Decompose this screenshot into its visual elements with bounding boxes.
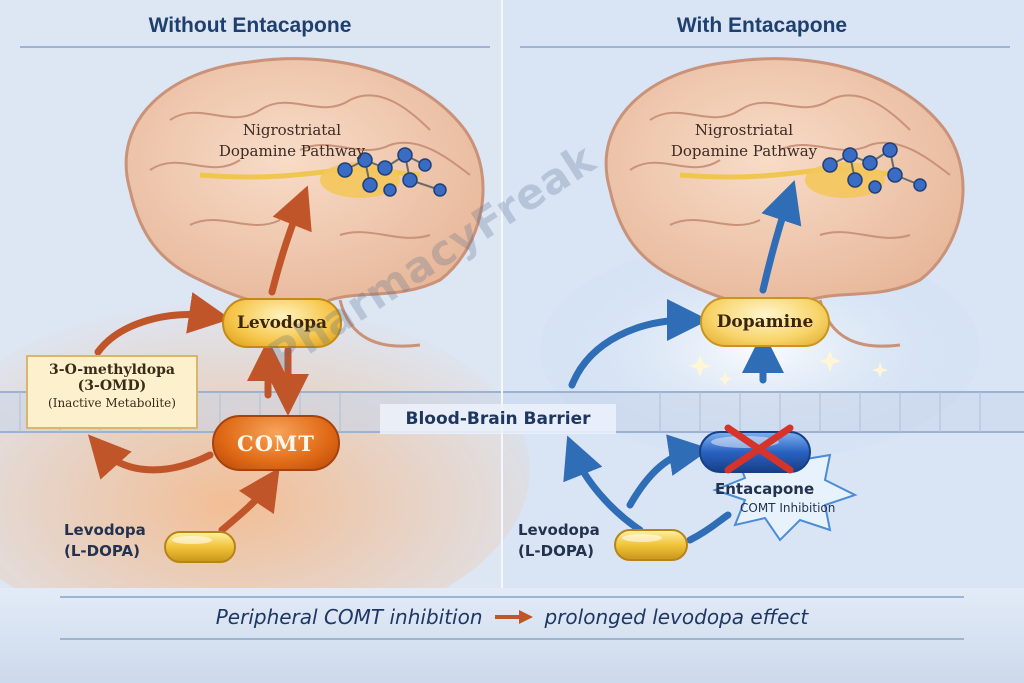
brain-icon <box>124 57 485 348</box>
metabolite-name: 3-O-methyldopa <box>49 362 175 378</box>
caption-left: Peripheral COMT inhibition <box>215 605 483 629</box>
right-pathway-label: Nigrostriatal Dopamine Pathway <box>654 120 834 162</box>
metabolite-box: 3-O-methyldopa (3-OMD) (Inactive Metabol… <box>26 355 198 429</box>
metabolite-abbr: (3-OMD) <box>77 378 147 394</box>
sparkle-icon <box>689 350 888 386</box>
barrier-label: Blood-Brain Barrier <box>380 404 616 434</box>
right-arrow-icon <box>494 610 533 624</box>
caption: Peripheral COMT inhibition prolonged lev… <box>0 600 1024 634</box>
caption-bottom-rule <box>60 638 964 640</box>
left-flow-arrows <box>87 185 312 534</box>
dopamine-molecule-icon <box>822 142 927 194</box>
drug-name: Levodopa <box>518 521 600 539</box>
left-pathway-label: Nigrostriatal Dopamine Pathway <box>202 120 382 162</box>
pathway-label-line1: Nigrostriatal <box>694 121 794 139</box>
right-title-rule <box>520 46 1010 48</box>
left-panel-title: Without Entacapone <box>148 14 352 37</box>
caption-right: prolonged levodopa effect <box>544 605 809 629</box>
metabolite-note: (Inactive Metabolite) <box>48 396 176 410</box>
pathway-label-line2: Dopamine Pathway <box>218 142 366 160</box>
drug-name: Levodopa <box>64 521 146 539</box>
panel-divider <box>501 0 503 590</box>
levodopa-node: Levodopa <box>222 298 342 348</box>
pathway-label-line1: Nigrostriatal <box>242 121 342 139</box>
drug-abbr: (L-DOPA) <box>518 542 594 560</box>
cross-icon <box>724 424 794 474</box>
right-panel-title: With Entacapone <box>676 14 848 37</box>
caption-top-rule <box>60 596 964 598</box>
capsule-icon <box>164 531 236 563</box>
comt-inhibition-label: COMT Inhibition <box>740 501 836 515</box>
right-drug-label: Levodopa (L-DOPA) <box>518 520 600 562</box>
left-drug-label: Levodopa (L-DOPA) <box>64 520 146 562</box>
drug-abbr: (L-DOPA) <box>64 542 140 560</box>
capsule-icon <box>614 529 688 561</box>
comt-node: COMT <box>212 415 340 471</box>
right-flow-arrows <box>563 180 802 544</box>
dopamine-node: Dopamine <box>700 297 830 347</box>
caption-bar <box>0 588 1024 683</box>
pathway-label-line2: Dopamine Pathway <box>670 142 818 160</box>
entacapone-label: Entacapone <box>715 480 815 498</box>
left-title-rule <box>20 46 490 48</box>
dopamine-molecule-icon <box>337 147 447 197</box>
